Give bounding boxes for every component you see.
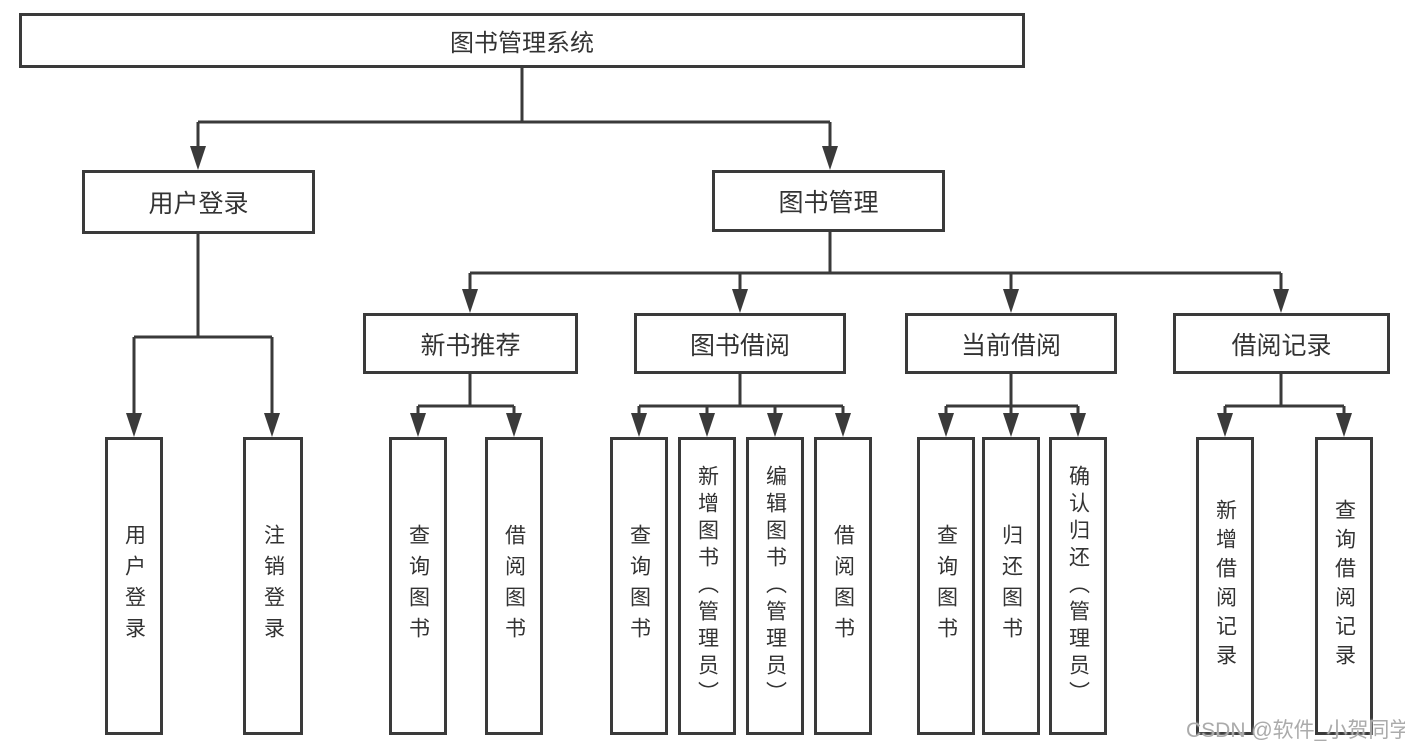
leaf-borrow-books-2: 借阅图书	[814, 437, 872, 735]
node-label: 用户登录	[122, 524, 146, 648]
node-label: 查询图书	[934, 524, 958, 648]
node-label: 图书管理系统	[450, 30, 594, 57]
node-label: 查询图书	[627, 524, 651, 648]
node-label: 图书管理	[778, 189, 879, 217]
node-label: 借阅图书	[831, 524, 855, 648]
leaf-logout: 注销登录	[243, 437, 303, 735]
node-label: 用户登录	[148, 190, 249, 218]
leaf-add-book-admin: 新增图书（管理员）	[678, 437, 736, 735]
leaf-user-login: 用户登录	[105, 437, 163, 735]
node-label: 编辑图书（管理员）	[763, 464, 787, 708]
leaf-query-books-2: 查询图书	[610, 437, 668, 735]
node-label: 新增图书（管理员）	[695, 464, 719, 708]
leaf-borrow-books-1: 借阅图书	[485, 437, 543, 735]
leaf-query-books-3: 查询图书	[917, 437, 975, 735]
node-label: 新增借阅记录	[1213, 499, 1237, 673]
node-label: 查询图书	[406, 524, 430, 648]
csdn-watermark: CSDN @软件_小贺同学	[1186, 719, 1405, 742]
node-book-borrow: 图书借阅	[634, 313, 846, 374]
node-label: 查询借阅记录	[1332, 499, 1356, 673]
node-label: 归还图书	[999, 524, 1023, 648]
leaf-confirm-return-admin: 确认归还（管理员）	[1049, 437, 1107, 735]
leaf-edit-book-admin: 编辑图书（管理员）	[746, 437, 804, 735]
node-label: 借阅记录	[1231, 331, 1332, 360]
node-label: 图书借阅	[689, 331, 790, 360]
leaf-add-borrow-record: 新增借阅记录	[1196, 437, 1254, 735]
leaf-query-books-1: 查询图书	[389, 437, 447, 735]
node-label: 确认归还（管理员）	[1066, 464, 1090, 708]
leaf-query-borrow-record: 查询借阅记录	[1315, 437, 1373, 735]
node-new-book-recommend: 新书推荐	[363, 313, 578, 374]
node-library-management-system: 图书管理系统	[19, 13, 1025, 68]
node-label: 注销登录	[261, 524, 285, 648]
node-user-login: 用户登录	[82, 170, 315, 234]
node-book-management: 图书管理	[712, 170, 945, 232]
node-label: 新书推荐	[420, 331, 521, 360]
leaf-return-book: 归还图书	[982, 437, 1040, 735]
node-label: 借阅图书	[502, 524, 526, 648]
node-current-borrow: 当前借阅	[905, 313, 1117, 374]
node-borrow-records: 借阅记录	[1173, 313, 1390, 374]
node-label: 当前借阅	[960, 331, 1061, 360]
